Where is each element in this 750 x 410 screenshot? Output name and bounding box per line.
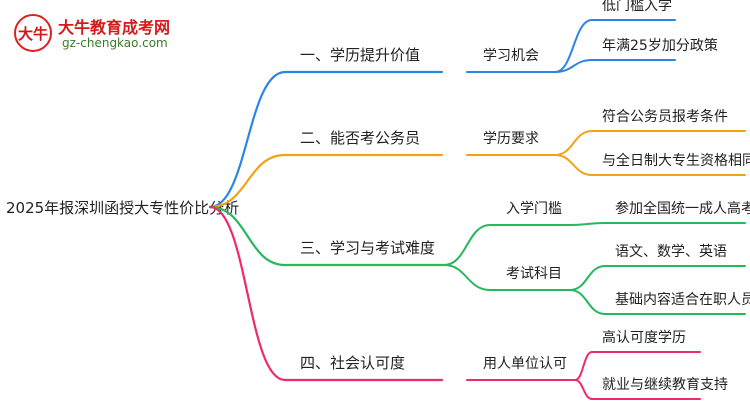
- logo-title: 大牛教育成考网: [58, 18, 171, 37]
- leaf-label: 与全日制大专生资格相同: [602, 152, 750, 169]
- branch-label: 二、能否考公务员: [300, 129, 420, 147]
- logo-badge-text: 大牛: [17, 25, 48, 43]
- branch-connector: [208, 205, 287, 382]
- leaf-connector: [554, 130, 593, 156]
- leaf-label: 年满25岁加分政策: [602, 37, 718, 54]
- group-label: 学习机会: [483, 48, 539, 64]
- group-label: 入学门槛: [506, 201, 562, 217]
- branch-connector: [208, 153, 287, 209]
- logo-badge: 大牛: [14, 14, 52, 52]
- leaf-connector: [554, 19, 593, 73]
- branch-connector: [208, 205, 287, 267]
- branch-connector: [208, 70, 287, 209]
- leaf-connector: [569, 222, 606, 226]
- root-topic: 2025年报深圳函授大专性价比分析: [6, 199, 239, 217]
- leaf-connector: [569, 265, 606, 291]
- branch-label: 三、学习与考试难度: [300, 239, 435, 257]
- leaf-label: 语文、数学、英语: [615, 243, 727, 260]
- leaf-label: 参加全国统一成人高考: [615, 200, 750, 217]
- group-connector: [443, 264, 491, 291]
- leaf-connector: [574, 379, 593, 400]
- leaf-connector: [554, 154, 593, 176]
- branch-label: 一、学历提升价值: [300, 46, 420, 64]
- group-label: 学历要求: [483, 131, 539, 147]
- site-logo: 大牛 大牛教育成考网 gz-chengkao.com: [6, 8, 196, 56]
- leaf-connector: [574, 351, 593, 381]
- group-label: 考试科目: [506, 266, 562, 282]
- leaf-label: 低门槛入学: [602, 0, 672, 14]
- branch-label: 四、社会认可度: [300, 354, 405, 372]
- logo-url: gz-chengkao.com: [62, 36, 168, 50]
- leaf-label: 基础内容适合在职人员: [615, 291, 750, 308]
- leaf-connector: [554, 59, 593, 73]
- leaf-connector: [569, 289, 606, 315]
- leaf-label: 高认可度学历: [602, 329, 686, 346]
- leaf-label: 就业与继续教育支持: [602, 376, 728, 393]
- group-label: 用人单位认可: [483, 356, 567, 372]
- group-connector: [443, 224, 491, 266]
- leaf-label: 符合公务员报考条件: [602, 108, 728, 125]
